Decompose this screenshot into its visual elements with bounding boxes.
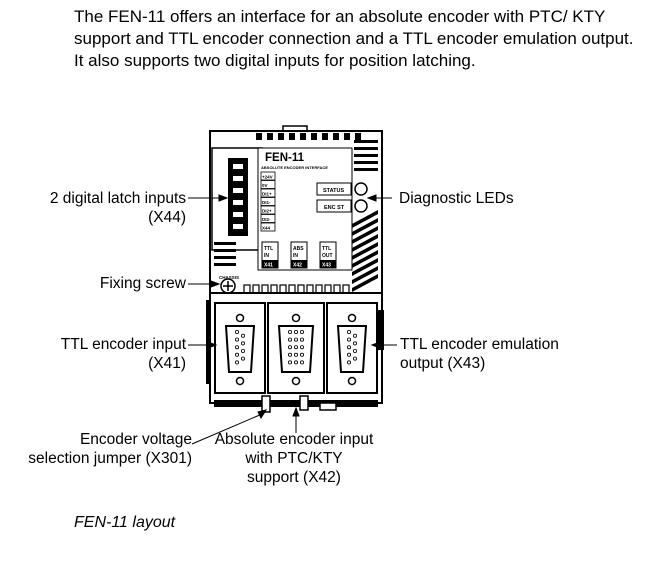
- connector-dir-label: OUT: [322, 253, 333, 259]
- terminal-slot: [233, 224, 243, 229]
- vent-slot: [355, 133, 361, 140]
- vent-slot: [214, 256, 236, 259]
- vent-slot: [267, 133, 273, 140]
- terminal-slot: [233, 188, 243, 193]
- terminal-slot: [233, 176, 243, 181]
- vent-slot: [354, 161, 378, 164]
- status-led: [354, 182, 368, 196]
- vent-slot: [354, 140, 378, 143]
- vent-slot: [354, 154, 378, 157]
- connector-dir-label: IN: [264, 253, 269, 259]
- dsub-connector: [214, 302, 266, 394]
- terminal-pin-label: X44: [262, 226, 271, 231]
- terminal-slot: [233, 212, 243, 217]
- vent-slot: [333, 133, 339, 140]
- top-vent-slots: [256, 133, 361, 140]
- terminal-pin-label: +24V: [262, 175, 273, 180]
- figure-caption: FEN-11 layout: [74, 514, 176, 531]
- vent-slot: [352, 226, 378, 244]
- terminal-slot: [233, 164, 243, 169]
- connector-id-label: X43: [322, 263, 331, 269]
- vent-slot: [354, 168, 378, 171]
- vent-slot: [278, 133, 284, 140]
- vent-slot: [352, 234, 378, 252]
- dsub-connector: [326, 302, 378, 394]
- vent-slot: [214, 242, 236, 245]
- vent-slot: [352, 218, 378, 236]
- connector-id-label: X42: [293, 263, 302, 269]
- vent-slot: [344, 133, 350, 140]
- chassis-label: CHASSIS: [219, 275, 239, 280]
- enc-st-led: [354, 199, 368, 213]
- dsub-connector: [267, 302, 325, 394]
- intro-paragraph: The FEN-11 offers an interface for an ab…: [74, 7, 634, 70]
- vent-slot: [352, 258, 378, 276]
- terminal-pin-label: DI2+: [262, 209, 272, 214]
- connector-type-label: ABS: [293, 246, 304, 252]
- vent-slot: [352, 266, 378, 284]
- device-model-label: FEN-11: [265, 152, 305, 164]
- latch-inputs-label: 2 digital latch inputs(X44): [49, 190, 186, 226]
- terminal-pin-label: DI2-: [262, 217, 271, 222]
- callout-leaders: [188, 194, 397, 445]
- vent-slot: [300, 133, 306, 140]
- terminal-pin-label: 0V: [262, 183, 268, 188]
- connector-type-label: TTL: [322, 246, 331, 252]
- vent-slot: [352, 242, 378, 260]
- vent-slot: [322, 133, 328, 140]
- fixing-screw-label: Fixing screw: [99, 275, 186, 292]
- connector-id-label: X41: [264, 263, 273, 269]
- vent-slot: [256, 133, 262, 140]
- connector-dir-label: IN: [293, 253, 298, 259]
- vent-slot: [214, 249, 236, 252]
- vent-slot: [214, 263, 236, 266]
- voltage-jumper-x301: [261, 395, 271, 413]
- terminal-slot: [233, 200, 243, 205]
- right-vent-slots: [352, 140, 378, 292]
- vent-slot: [352, 210, 378, 228]
- connector-type-label: TTL: [264, 246, 273, 252]
- terminal-pin-label: DI1-: [262, 200, 271, 205]
- ttl-input-label: TTL encoder input(X41): [60, 336, 186, 372]
- vent-slot: [352, 274, 378, 292]
- vent-slot: [289, 133, 295, 140]
- vent-slot: [352, 250, 378, 268]
- status-led-label: STATUS: [323, 188, 345, 194]
- vent-slot: [311, 133, 317, 140]
- device-subtitle-label: ABSOLUTE ENCODER INTERFACE: [261, 165, 328, 170]
- vent-slot: [354, 147, 378, 150]
- diagnostic-leds-label: Diagnostic LEDs: [399, 190, 514, 207]
- terminal-pin-label: DI1+: [262, 192, 272, 197]
- enc-st-led-label: ENC ST: [324, 205, 345, 211]
